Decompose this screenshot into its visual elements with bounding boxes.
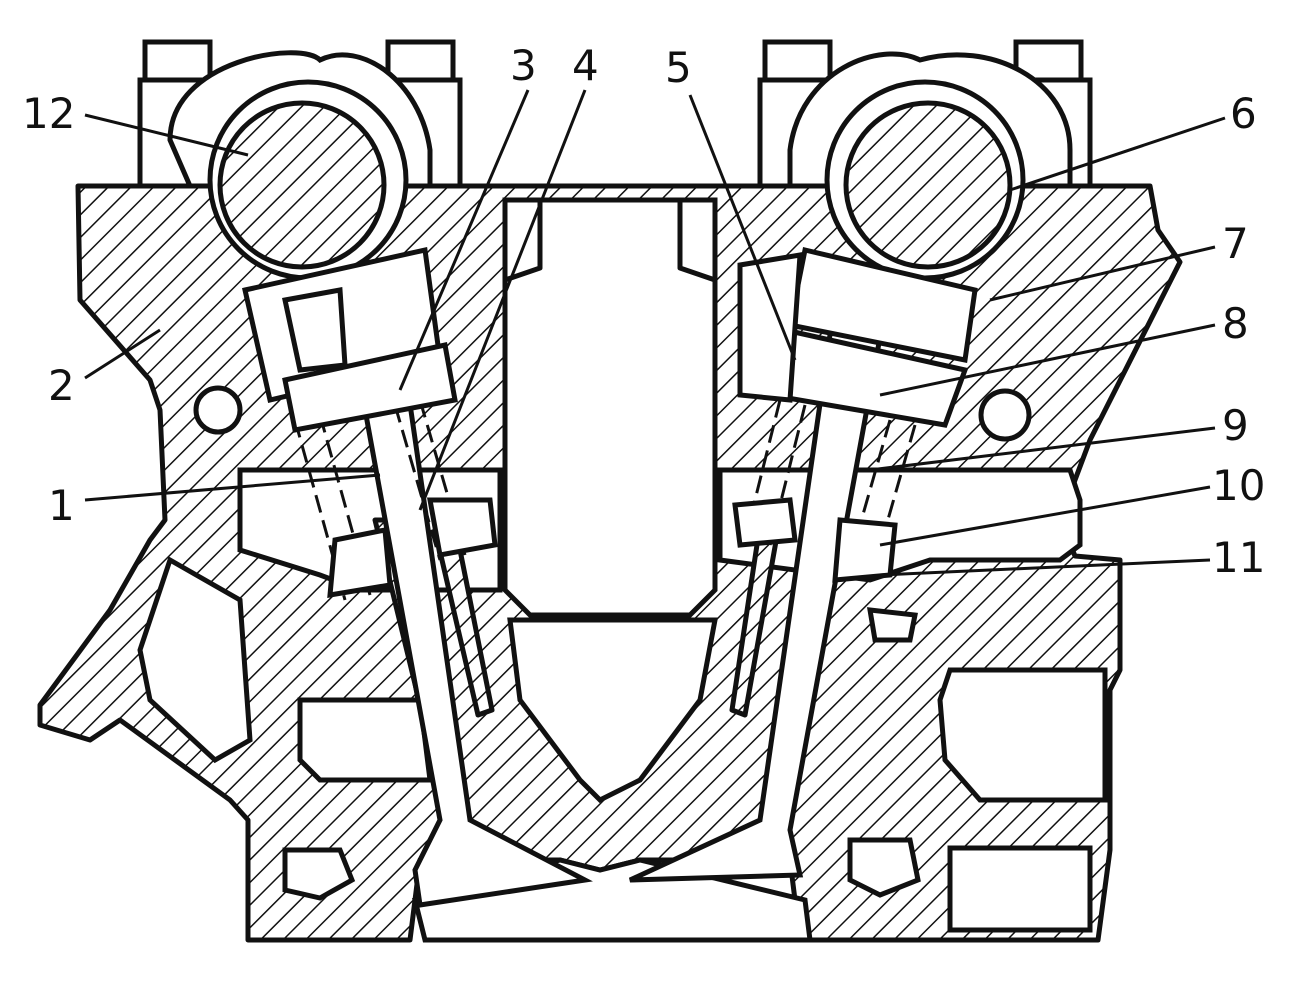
ports — [137, 385, 1108, 933]
leader-lines — [84, 89, 1226, 577]
leader-3 — [398, 89, 530, 391]
callout-12: 12 — [22, 89, 75, 138]
callout-10: 10 — [1212, 461, 1265, 510]
callout-labels: 1 2 3 4 5 6 7 8 9 10 11 12 — [22, 41, 1265, 582]
callout-1: 1 — [48, 481, 75, 530]
camshaft-right — [824, 79, 1026, 281]
tappet-right — [737, 246, 978, 428]
leader-4 — [418, 89, 587, 511]
leader-12 — [84, 113, 249, 157]
callout-8: 8 — [1222, 299, 1249, 348]
leader-10 — [879, 485, 1211, 547]
central-cavity — [502, 197, 719, 804]
leader-5 — [688, 94, 797, 361]
callout-9: 9 — [1222, 401, 1249, 450]
leader-8 — [879, 323, 1216, 397]
callout-6: 6 — [1230, 89, 1257, 138]
leader-7 — [989, 245, 1216, 302]
callout-11: 11 — [1212, 533, 1265, 582]
callout-4: 4 — [572, 41, 599, 90]
leader-1 — [84, 473, 381, 502]
camshaft-left — [207, 79, 409, 281]
callout-2: 2 — [48, 361, 75, 410]
leader-9 — [869, 426, 1216, 472]
callout-7: 7 — [1222, 219, 1249, 268]
leader-11 — [879, 558, 1211, 577]
leader-6 — [1009, 116, 1226, 192]
callout-3: 3 — [510, 41, 537, 90]
tappet-left — [242, 246, 458, 433]
leader-2 — [84, 328, 161, 380]
callout-5: 5 — [665, 43, 692, 92]
valve-spring-left — [293, 399, 498, 601]
